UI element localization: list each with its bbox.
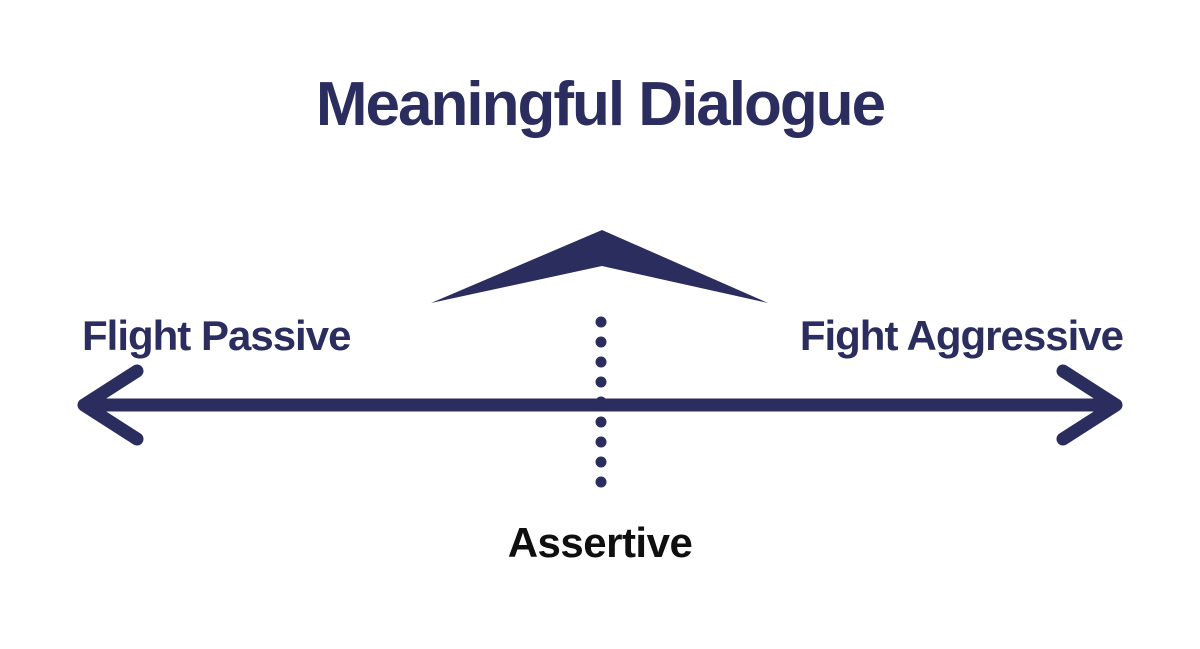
page-title: Meaningful Dialogue — [315, 70, 886, 139]
left-arrowhead-icon — [77, 364, 144, 446]
right-arrowhead-icon — [1056, 364, 1123, 446]
label-assertive: Assertive — [507, 519, 693, 566]
dot — [595, 356, 607, 368]
dot — [595, 456, 607, 468]
dot — [595, 436, 607, 448]
label-flight-passive: Flight Passive — [82, 312, 351, 359]
dot — [595, 316, 607, 328]
dot — [595, 416, 607, 428]
chevron-peak-icon — [431, 230, 768, 303]
label-fight-aggressive: Fight Aggressive — [799, 312, 1124, 359]
vertical-dotted-line-icon — [595, 316, 607, 488]
dot — [595, 376, 607, 388]
dot — [595, 476, 607, 488]
dot — [595, 336, 607, 348]
